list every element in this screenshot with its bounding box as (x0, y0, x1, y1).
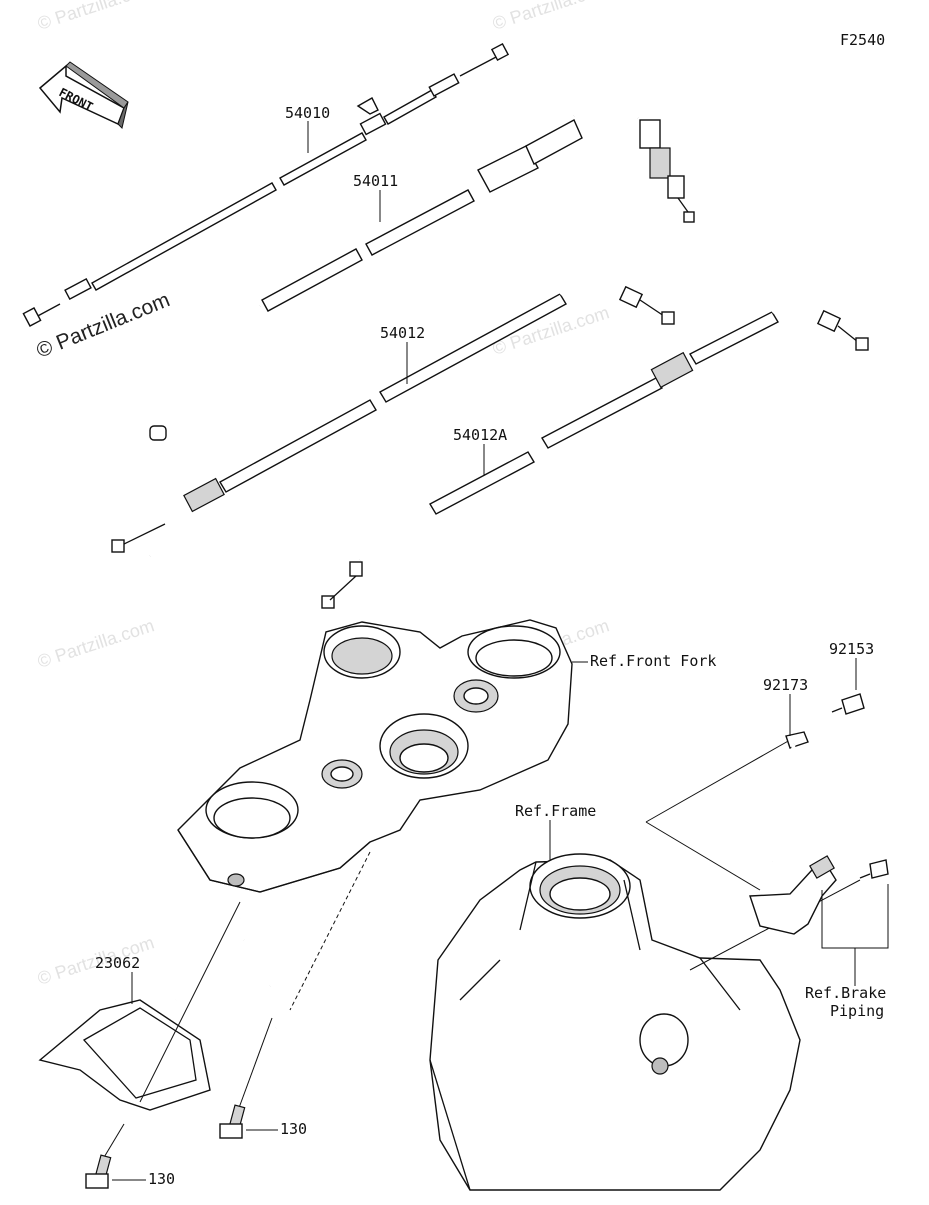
diagram-code: F2540 (840, 31, 885, 49)
ref-frame: Ref.Frame (515, 802, 596, 820)
watermark: © Partzilla.com (35, 0, 157, 34)
part-label-130-upper: 130 (280, 1120, 307, 1138)
cable-54011 (149, 96, 695, 441)
part-label-92153: 92153 (829, 640, 874, 658)
cable-guide-23062 (38, 851, 371, 1111)
bolt-130-lower (85, 1123, 146, 1189)
cable-54012 (111, 268, 675, 558)
part-label-92173: 92173 (763, 676, 808, 694)
cable-54012A (321, 295, 869, 609)
ref-brake-piping-line2: Piping (830, 1002, 884, 1020)
brake-clamp-parts (645, 693, 889, 986)
part-label-54012: 54012 (380, 324, 425, 342)
upper-triple-clamp (177, 619, 573, 893)
cable-54010 (22, 42, 510, 327)
bolt-130-upper (219, 1017, 278, 1139)
part-label-23062: 23062 (95, 954, 140, 972)
front-arrow-icon: FRONT (38, 61, 129, 129)
part-label-54012A: 54012A (453, 426, 507, 444)
watermark: © Partzilla.com (35, 615, 157, 672)
ref-front-fork: Ref.Front Fork (590, 652, 716, 670)
part-label-130-lower: 130 (148, 1170, 175, 1188)
watermark: © Partzilla.com (490, 0, 612, 34)
frame-head (429, 853, 801, 1191)
part-label-54010: 54010 (285, 104, 330, 122)
partzilla-watermark: © Partzilla.com (33, 288, 173, 362)
ref-brake-piping-line1: Ref.Brake (805, 984, 886, 1002)
part-label-54011: 54011 (353, 172, 398, 190)
